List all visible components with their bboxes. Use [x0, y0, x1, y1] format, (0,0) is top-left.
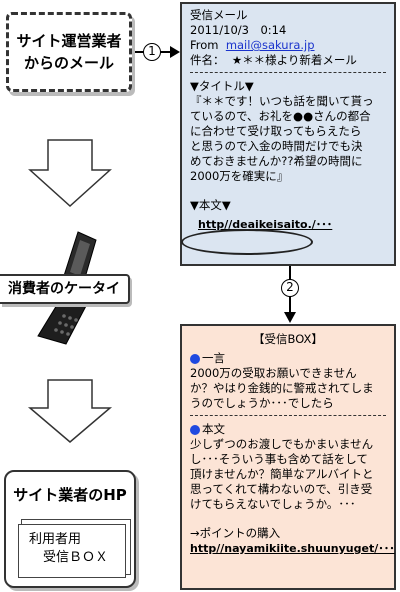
consumer-phone-label: 消費者のケータイ [0, 274, 130, 304]
mail-title-heading: ▼タイトル▼ [190, 79, 254, 93]
inbox-section-2-line: 頂けませんか？簡単なアルバイトと [190, 467, 374, 481]
step-1-marker: 1 [143, 43, 161, 61]
mail-body-heading: ▼本文▼ [190, 198, 231, 212]
inbox-section-2-heading: 本文 [190, 422, 386, 437]
inbox-section-1-line: 2000万の受取お願いできません [190, 366, 357, 380]
mail-title-line: ているので、お礼を●●さんの都合 [190, 109, 371, 123]
inbox-section-2-line: 思ってくれて構わないので、引き受 [190, 482, 373, 496]
sender-line-2: からのメール [23, 54, 114, 72]
inbox-section-1-line: か？やはり金銭的に警戒されてしま [190, 381, 374, 395]
user-inbox-line-2: 受信ＢＯＸ [43, 550, 109, 565]
inbox-section-1-heading: 一言 [190, 351, 386, 366]
mail-title-body: 『＊＊です！いつも話を聞いて貰っ ているので、お礼を●●さんの都合 に合わせて受… [190, 94, 386, 184]
blue-dot-icon [190, 353, 200, 364]
inbox-section-1-line: うのでしょうか･･･でしたら [190, 396, 334, 410]
mail-divider [190, 72, 386, 73]
mail-title-line: に合わせて受け取ってもらえたら [190, 124, 362, 138]
step1-arrowhead [170, 46, 180, 58]
inbox-section-2-label: 本文 [202, 422, 225, 436]
mail-subject-label: 件名： [190, 53, 225, 67]
inbox-purchase-label: →ポイントの購入 [190, 526, 281, 540]
mail-body-url[interactable]: http//deaikeisaito./･･･ [198, 218, 333, 231]
url-highlight-oval [181, 229, 313, 255]
sender-line-1: サイト運営業者 [16, 32, 122, 50]
site-hp-box: サイト業者のHP 利用者用 受信ＢＯＸ [4, 470, 136, 588]
inbox-panel: 【受信BOX】 一言 2000万の受取お願いできません か？やはり金銭的に警戒さ… [180, 324, 396, 590]
received-mail-panel: 受信メール 2011/10/3 0:14 From mail@sakura.jp… [180, 2, 396, 266]
mail-from-row: From mail@sakura.jp [190, 38, 386, 53]
user-inbox-box: 利用者用 受信ＢＯＸ [18, 524, 126, 578]
sender-box: サイト運営業者 からのメール [6, 12, 132, 92]
mail-subject-row: 件名： ★＊＊様より新着メール [190, 53, 386, 68]
inbox-section-2-line: し･･･そういう事も含めて話をして [190, 452, 368, 466]
mail-from-address[interactable]: mail@sakura.jp [225, 38, 315, 52]
mail-title-line: 2000万を確実に』 [190, 169, 289, 183]
mail-subject: ★＊＊様より新着メール [231, 53, 357, 67]
step2-arrowhead [284, 312, 296, 323]
site-hp-title: サイト業者のHP [13, 486, 127, 504]
inbox-divider [190, 415, 386, 416]
inbox-purchase-url[interactable]: http//nayamikiite.shuunyuget/･･･ [190, 542, 395, 555]
inbox-section-1-label: 一言 [202, 351, 225, 365]
down-arrow-1 [28, 139, 112, 208]
down-arrow-2 [27, 379, 113, 443]
user-inbox-line-1: 利用者用 [29, 532, 82, 547]
inbox-section-2-line: 少しずつのお渡しでもかまいません [190, 437, 374, 451]
mail-title-line: めておきませんか??希望の時間に [190, 154, 363, 168]
mail-title-line: 『＊＊です！いつも話を聞いて貰っ [190, 94, 374, 108]
blue-dot-icon [190, 424, 200, 435]
inbox-title: 【受信BOX】 [253, 332, 323, 346]
step-2-marker: 2 [281, 279, 299, 297]
inbox-section-2-line: けてもらえないでしょうか。･･･ [190, 497, 356, 511]
mail-title-line: と思うので入金の時間だけでも決 [190, 139, 363, 153]
mail-header-label: 受信メール [190, 8, 248, 22]
mail-date: 2011/10/3 0:14 [190, 23, 287, 37]
mail-from-label: From [190, 38, 219, 52]
